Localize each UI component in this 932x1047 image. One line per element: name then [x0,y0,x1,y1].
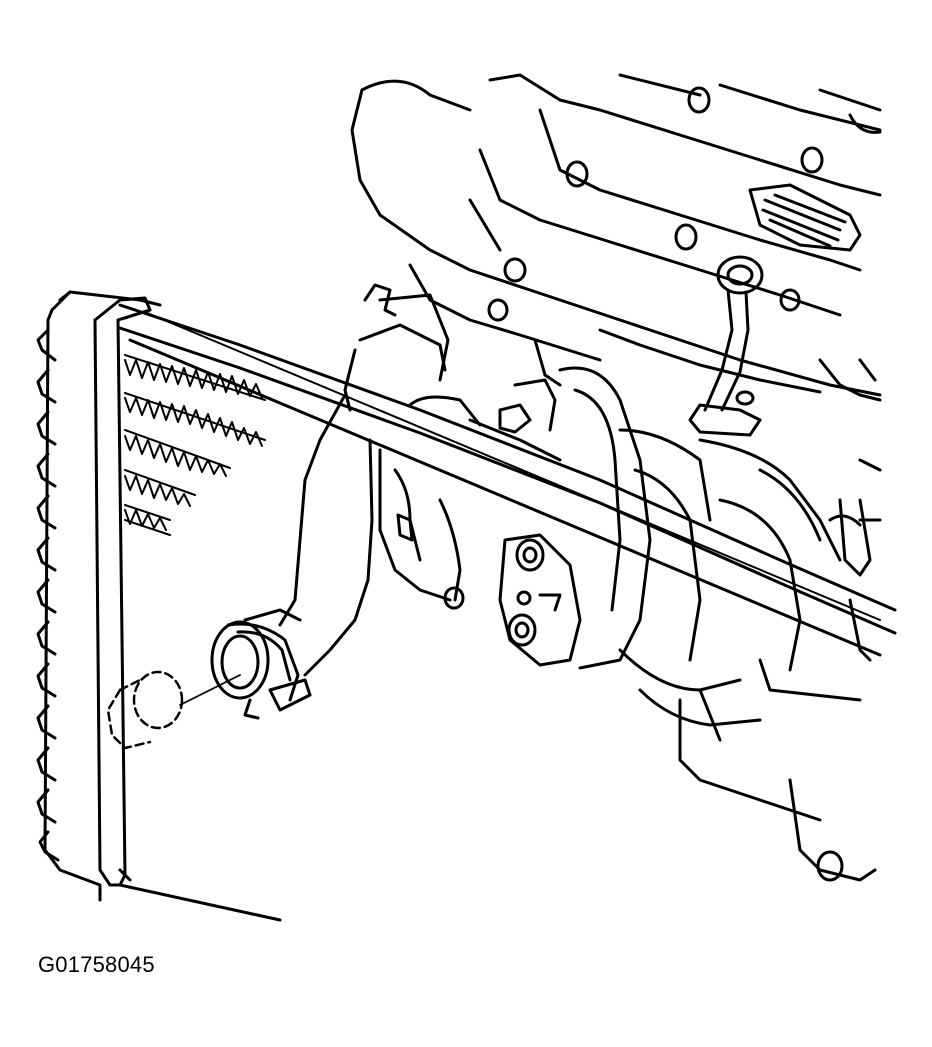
thermostat-housing [408,378,557,434]
ac-compressor [378,366,762,727]
radiator [36,290,282,922]
crossmember-bar [118,303,897,657]
engine-block [350,73,882,402]
radiator-cap-plug [106,670,184,750]
figure-code-label: G01758045 [38,952,155,977]
lower-radiator-hose [210,393,374,700]
lower-engine [678,438,882,882]
oil-filler-grille [748,183,862,252]
upper-radiator-hose [343,283,450,412]
radiator-core-fins [124,354,266,536]
oil-dipstick-tube [688,255,764,437]
bolt-hole-icon [687,86,711,114]
alignment-line [179,674,241,706]
hose-clamp [226,622,312,720]
